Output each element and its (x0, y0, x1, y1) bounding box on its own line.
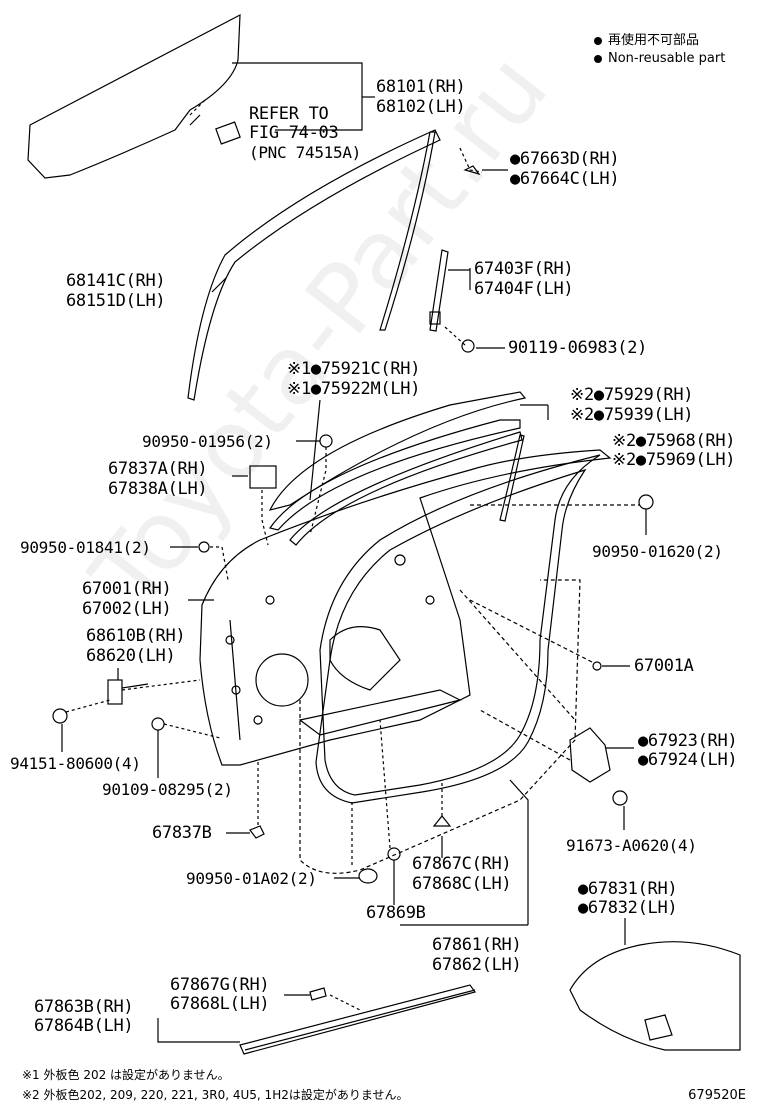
screw-90109-icon (151, 717, 165, 731)
part-67664: ●67664C(LH) (510, 169, 620, 189)
bracket-67837a-icon (249, 465, 277, 489)
door-glass-drawing (27, 13, 241, 179)
hinge-68610-icon (107, 679, 149, 705)
outer-weatherstrip-drawing (268, 391, 527, 511)
bullet-icon (594, 36, 602, 45)
figure-code: 679520E (688, 1088, 746, 1103)
part-67001a: 67001A (634, 656, 694, 676)
part-90119: 90119-06983(2) (508, 338, 648, 358)
clip-90950-01841-icon (198, 541, 210, 553)
refer-line-3: (PNC 74515A) (249, 143, 361, 162)
part-67404: 67404F(LH) (474, 279, 574, 299)
part-90950-01620: 90950-01620(2) (592, 542, 723, 561)
part-67838a: 67838A(LH) (108, 479, 208, 499)
part-90950-01956: 90950-01956(2) (142, 432, 273, 451)
part-68141: 68141C(RH) (66, 271, 166, 291)
legend-en-text: Non-reusable part (608, 51, 726, 66)
clip-90950-01956-icon (319, 434, 333, 448)
legend-jp-text: 再使用不可部品 (608, 33, 700, 48)
part-68620: 68620(LH) (86, 646, 176, 666)
part-90950-01841: 90950-01841(2) (20, 538, 151, 557)
part-67832: ●67832(LH) (578, 898, 678, 918)
part-67861: 67861(RH) (432, 935, 522, 955)
frame-molding-drawing (187, 129, 441, 401)
part-67864b: 67864B(LH) (34, 1016, 134, 1036)
part-91673: 91673-A0620(4) (566, 836, 697, 855)
part-67924: ●67924(LH) (638, 750, 738, 770)
refer-line-2: FIG 74-03 (249, 123, 339, 143)
clip-67867g-icon (309, 987, 327, 1001)
part-67002: 67002(LH) (82, 599, 172, 619)
part-75921: ※1●75921C(RH) (287, 359, 421, 379)
clip-90950-01620-icon (638, 494, 654, 510)
clip-67869b-icon (387, 847, 401, 861)
door-check-67923-icon (569, 727, 611, 783)
trim-dashed-outline (299, 579, 581, 874)
part-67001: 67001(RH) (82, 579, 172, 599)
part-94151: 94151-80600(4) (10, 754, 141, 773)
screw-90119-icon (461, 339, 475, 353)
bolt-91673-icon (612, 790, 628, 806)
refer-line-1: REFER TO (249, 104, 329, 124)
clip-67837b-icon (249, 825, 265, 839)
part-75968: ※2●75968(RH) (612, 431, 736, 451)
inner-trim-67831-drawing (569, 941, 741, 1051)
part-67863b: 67863B(RH) (34, 997, 134, 1017)
part-67663: ●67663D(RH) (510, 149, 620, 169)
door-weatherstrip-drawing (319, 454, 601, 796)
part-67923: ●67923(RH) (638, 731, 738, 751)
part-67868c: 67868C(LH) (412, 874, 512, 894)
part-67837a: 67837A(RH) (108, 459, 208, 479)
part-67403: 67403F(RH) (474, 259, 574, 279)
belt-moulding-67863-drawing (239, 984, 476, 1055)
part-75939: ※2●75939(LH) (570, 405, 694, 425)
part-75929: ※2●75929(RH) (570, 385, 694, 405)
part-68610: 68610B(RH) (86, 626, 186, 646)
part-67869b: 67869B (366, 903, 426, 923)
door-channel-drawing (379, 131, 436, 331)
part-67867g: 67867G(RH) (170, 975, 270, 995)
legend-row-en: Non-reusable part (594, 50, 725, 68)
footnote-1: ※1 外板色 202 は設定がありません。 (22, 1068, 230, 1082)
part-90109: 90109-08295(2) (102, 780, 233, 799)
part-75922: ※1●75922M(LH) (287, 379, 421, 399)
part-67831: ●67831(RH) (578, 879, 678, 899)
part-68101: 68101(RH) (376, 77, 466, 97)
part-68102: 68102(LH) (376, 97, 466, 117)
plug-67001a-icon (592, 661, 602, 671)
bullet-icon (594, 54, 602, 63)
clip-67867c-icon (432, 815, 452, 827)
part-67837b: 67837B (152, 823, 212, 843)
part-90950-01a02: 90950-01A02(2) (186, 869, 317, 888)
door-panel-drawing (199, 449, 612, 766)
rear-channel-drawing (429, 249, 449, 332)
legend-row-jp: 再使用不可部品 (594, 32, 725, 50)
footnote-2: ※2 外板色202, 209, 220, 221, 3R0, 4U5, 1H2は… (22, 1088, 409, 1102)
plug-90950-01a02-icon (358, 868, 378, 884)
part-67862: 67862(LH) (432, 955, 522, 975)
part-68151: 68151D(LH) (66, 291, 166, 311)
legend: 再使用不可部品 Non-reusable part (594, 32, 725, 68)
bolt-94151-icon (52, 708, 68, 724)
part-67867c: 67867C(RH) (412, 854, 512, 874)
part-67868l: 67868L(LH) (170, 994, 270, 1014)
part-75969: ※2●75969(LH) (612, 450, 736, 470)
